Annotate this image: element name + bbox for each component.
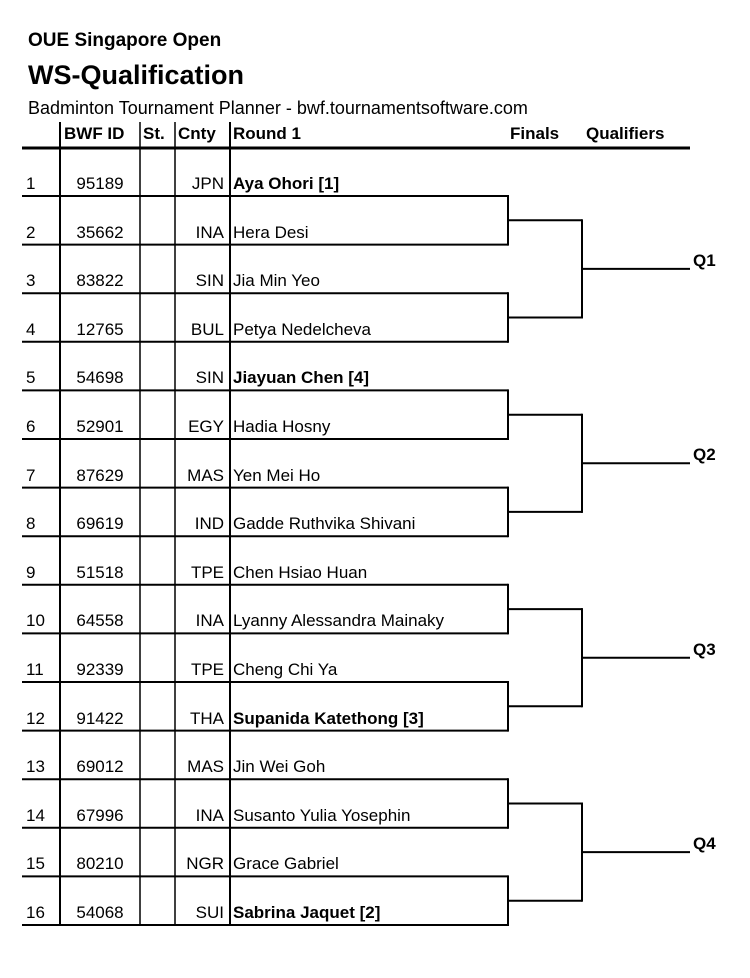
player-name: Jin Wei Goh [233, 757, 326, 777]
player-name: Hadia Hosny [233, 417, 331, 436]
player-name: Sabrina Jaquet [2] [233, 903, 381, 922]
header-qualifiers: Qualifiers [586, 124, 665, 143]
header-finals: Finals [510, 124, 560, 143]
player-name: Hera Desi [233, 222, 309, 242]
country-code: TPE [190, 562, 224, 582]
draw-position: 10 [26, 611, 45, 631]
draw-position: 9 [26, 562, 36, 582]
player-name: Lyanny Alessandra Mainaky [233, 611, 445, 631]
player-name: Supanida Katethong [3] [233, 708, 424, 728]
bwf-id: 92339 [76, 660, 124, 679]
header-bwf-id: BWF ID [64, 124, 125, 143]
country-code: SIN [195, 271, 224, 291]
bwf-id: 87629 [76, 465, 124, 485]
bwf-id: 51518 [76, 562, 124, 582]
bwf-id: 83822 [76, 271, 124, 291]
draw-position: 5 [26, 368, 36, 388]
event-title: WS-Qualification [28, 60, 244, 90]
bwf-id: 52901 [76, 417, 124, 436]
draw-position: 2 [26, 222, 36, 242]
draw-position: 7 [26, 465, 36, 485]
draw-position: 15 [26, 854, 45, 874]
header-status: St. [143, 124, 165, 143]
qualifier-label: Q4 [693, 834, 716, 854]
country-code: MAS [187, 757, 224, 777]
bwf-id: 69012 [76, 757, 124, 777]
country-code: EGY [188, 417, 224, 436]
draw-position: 16 [26, 903, 45, 922]
draw-position: 11 [26, 660, 44, 679]
qualifier-label: Q2 [693, 445, 716, 465]
bwf-id: 12765 [76, 319, 124, 339]
country-code: TPE [190, 660, 224, 679]
player-name: Jia Min Yeo [233, 271, 320, 291]
draw-position: 12 [26, 708, 45, 728]
header-round1: Round 1 [233, 124, 301, 143]
country-code: THA [190, 708, 224, 728]
planner-subtitle: Badminton Tournament Planner - bwf.tourn… [28, 98, 528, 118]
draw-position: 1 [26, 174, 36, 193]
player-name: Gadde Ruthvika Shivani [233, 514, 416, 534]
country-code: IND [194, 514, 224, 534]
draw-position: 6 [26, 417, 36, 436]
qualifier-label: Q3 [693, 639, 716, 659]
draw-position: 8 [26, 514, 36, 534]
bwf-id: 91422 [76, 708, 124, 728]
country-code: MAS [187, 465, 224, 485]
bwf-id: 64558 [76, 611, 124, 631]
country-code: INA [195, 805, 224, 825]
player-name: Chen Hsiao Huan [233, 562, 368, 582]
bwf-id: 69619 [76, 514, 124, 534]
country-code: SUI [195, 903, 224, 922]
bwf-id: 67996 [76, 805, 124, 825]
country-code: BUL [190, 319, 224, 339]
player-name: Susanto Yulia Yosephin [233, 805, 411, 825]
draw-position: 14 [26, 805, 45, 825]
country-code: NGR [186, 854, 224, 874]
country-code: SIN [195, 368, 224, 388]
tournament-title: OUE Singapore Open [28, 30, 222, 51]
player-name: Grace Gabriel [233, 854, 339, 874]
draw-position: 3 [26, 271, 36, 291]
bwf-id: 95189 [76, 174, 124, 193]
bwf-id: 80210 [76, 854, 124, 874]
bwf-id: 35662 [76, 222, 124, 242]
draw-position: 13 [26, 757, 45, 777]
country-code: INA [195, 611, 224, 631]
player-name: Petya Nedelcheva [233, 319, 371, 339]
qualifier-label: Q1 [693, 250, 716, 270]
player-name: Aya Ohori [1] [233, 174, 340, 193]
player-name: Cheng Chi Ya [233, 660, 338, 679]
draw-position: 4 [26, 319, 36, 339]
country-code: INA [195, 222, 224, 242]
bwf-id: 54068 [76, 903, 124, 922]
bwf-id: 54698 [76, 368, 124, 388]
player-name: Yen Mei Ho [233, 465, 321, 485]
header-country: Cnty [178, 124, 216, 143]
country-code: JPN [191, 174, 224, 193]
player-name: Jiayuan Chen [4] [233, 368, 370, 388]
